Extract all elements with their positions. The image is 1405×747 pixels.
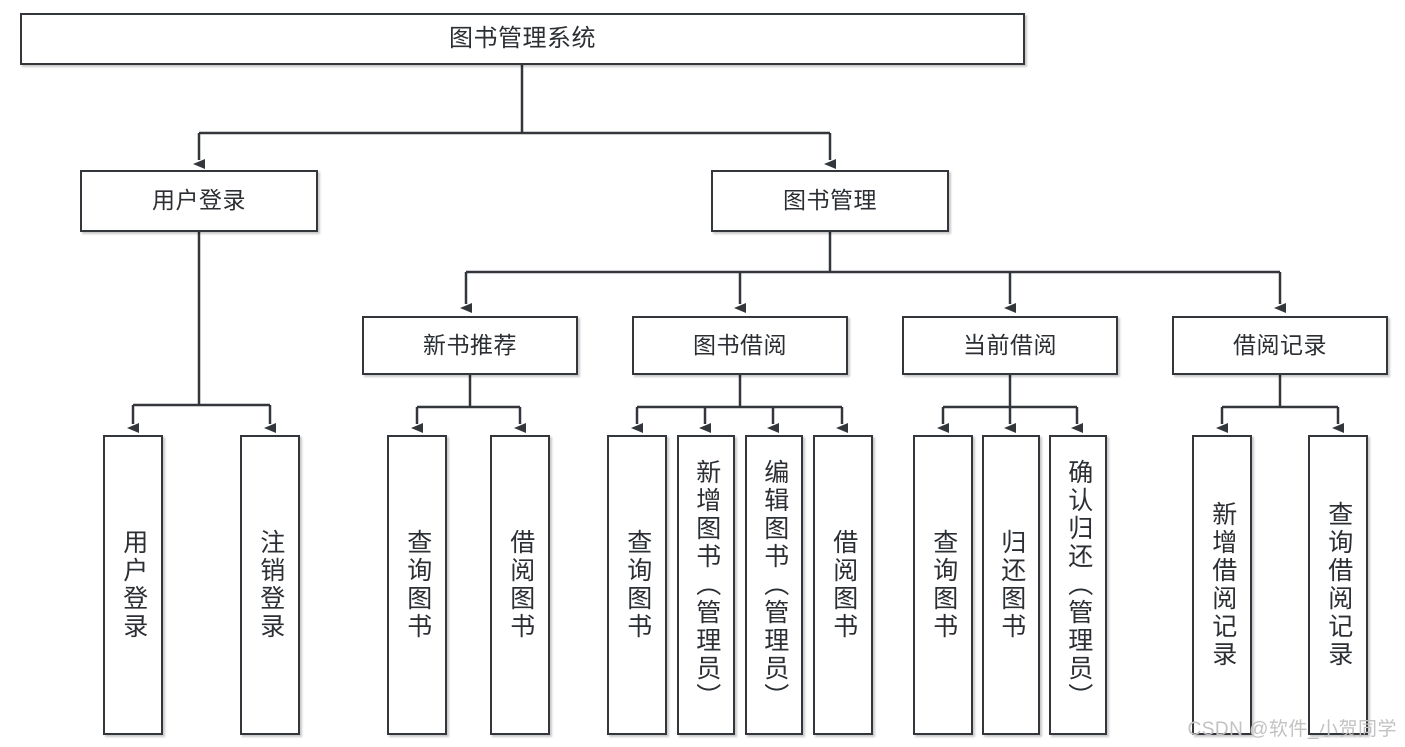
leaf-borrow-record-add-record[interactable]: 新增借阅记录 [1192,435,1252,735]
node-label: 确认归还（管理员） [1064,459,1093,711]
leaf-new-book-query-book[interactable]: 查询图书 [387,435,447,735]
node-book-management[interactable]: 图书管理 [711,170,949,232]
node-label: 用户登录 [152,187,246,214]
leaf-book-borrow-edit-book[interactable]: 编辑图书（管理员） [745,435,803,735]
node-label: 借阅图书 [829,529,858,641]
node-label: 新增图书（管理员） [692,459,721,711]
node-label: 注销登录 [256,529,285,641]
leaf-borrow-record-query-record[interactable]: 查询借阅记录 [1308,435,1368,735]
node-label: 新书推荐 [423,331,517,358]
node-label: 编辑图书（管理员） [760,459,789,711]
leaf-book-borrow-borrow-book[interactable]: 借阅图书 [813,435,873,735]
node-user-login[interactable]: 用户登录 [80,170,318,232]
node-label: 归还图书 [997,529,1026,641]
node-label: 图书借阅 [693,331,787,358]
node-label: 图书管理 [783,187,877,214]
node-root-library-management-system[interactable]: 图书管理系统 [20,13,1025,65]
leaf-book-borrow-query-book[interactable]: 查询图书 [607,435,667,735]
node-label: 查询图书 [403,529,432,641]
leaf-user-login-login[interactable]: 用户登录 [103,435,163,735]
node-current-borrow[interactable]: 当前借阅 [902,316,1118,375]
node-label: 新增借阅记录 [1208,501,1237,669]
node-new-book-recommend[interactable]: 新书推荐 [362,316,578,375]
leaf-current-borrow-return-book[interactable]: 归还图书 [982,435,1040,735]
leaf-current-borrow-confirm-return[interactable]: 确认归还（管理员） [1049,435,1107,735]
node-label: 用户登录 [119,529,148,641]
leaf-book-borrow-add-book[interactable]: 新增图书（管理员） [677,435,735,735]
node-label: 图书管理系统 [449,24,596,52]
watermark: CSDN @软件_小贺同学 [1187,719,1397,740]
node-label: 借阅图书 [506,529,535,641]
node-label: 查询图书 [929,529,958,641]
leaf-user-login-logout[interactable]: 注销登录 [240,435,300,735]
node-label: 借阅记录 [1233,331,1327,358]
node-label: 当前借阅 [963,331,1057,358]
node-book-borrow[interactable]: 图书借阅 [632,316,848,375]
node-label: 查询借阅记录 [1324,501,1353,669]
node-label: 查询图书 [623,529,652,641]
leaf-new-book-borrow-book[interactable]: 借阅图书 [490,435,550,735]
node-borrow-record[interactable]: 借阅记录 [1172,316,1388,375]
leaf-current-borrow-query-book[interactable]: 查询图书 [913,435,973,735]
